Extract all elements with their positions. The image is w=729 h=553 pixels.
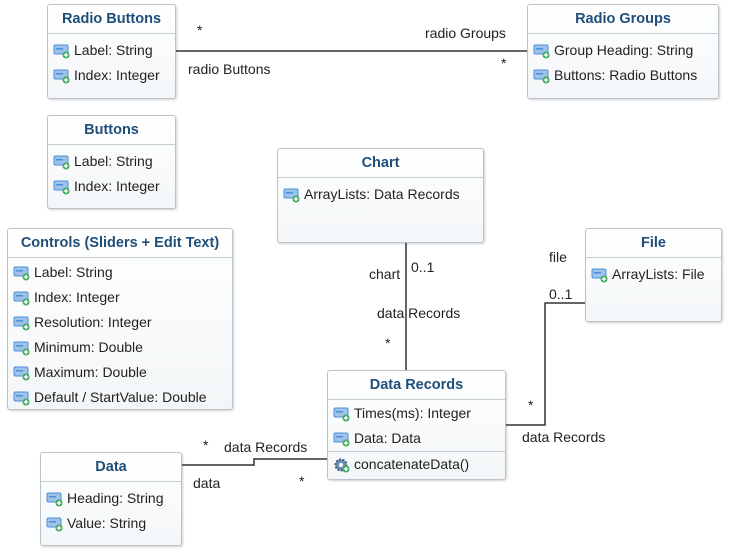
attribute-icon [13,266,30,281]
attribute-row[interactable]: Data: Data [328,426,505,451]
radio-role-right: radio Groups [425,25,506,41]
attribute-icon [533,44,550,59]
attribute-icon [53,155,70,170]
class-radio-groups[interactable]: Radio Groups Group Heading: String Butto… [527,4,719,99]
attribute-text: Data: Data [354,430,421,446]
attribute-text: Index: Integer [74,178,160,194]
attribute-row[interactable]: ArrayLists: Data Records [278,182,483,207]
attribute-text: Label: String [74,42,153,58]
attribute-text: Heading: String [67,490,164,506]
attribute-icon [533,69,550,84]
attribute-icon [13,391,30,406]
attribute-row[interactable]: Index: Integer [48,174,175,199]
attribute-row[interactable]: Group Heading: String [528,38,718,63]
data-mult-right: * [203,437,209,453]
attribute-icon [283,188,300,203]
data-role-left: data [193,475,221,491]
chart-mult-top: 0..1 [411,259,435,275]
attribute-icon [13,291,30,306]
operation-text: concatenateData() [354,456,470,472]
attribute-row[interactable]: Label: String [8,260,232,285]
attribute-icon [53,44,70,59]
class-controls[interactable]: Controls (Sliders + Edit Text) Label: St… [7,228,233,410]
attribute-icon [333,407,350,422]
attribute-text: ArrayLists: File [612,266,705,282]
chart-role-top: chart [369,266,401,282]
attribute-row[interactable]: Default / StartValue: Double [8,385,232,410]
attribute-icon [333,432,350,447]
attribute-text: Value: String [67,515,147,531]
attribute-text: Buttons: Radio Buttons [554,67,698,83]
class-file[interactable]: File ArrayLists: File [585,228,722,322]
operations-separator: concatenateData() [328,451,505,477]
class-title: File [586,229,721,258]
attribute-text: Label: String [34,264,113,280]
attribute-text: Maximum: Double [34,364,147,380]
class-chart[interactable]: Chart ArrayLists: Data Records [277,148,484,243]
file-mult-top: 0..1 [549,286,573,302]
edge-data-data-records [182,458,327,466]
class-title: Radio Buttons [48,5,175,34]
class-title: Buttons [48,116,175,145]
class-buttons[interactable]: Buttons Label: String Index: Integer [47,115,176,209]
class-data-records[interactable]: Data Records Times(ms): Integer Data: Da… [327,370,506,480]
edge-file-data-records [506,302,585,426]
attribute-row[interactable]: Label: String [48,149,175,174]
attribute-icon [46,492,63,507]
attribute-row[interactable]: Index: Integer [8,285,232,310]
class-data[interactable]: Data Heading: String Value: String [40,452,182,546]
attribute-row[interactable]: Value: String [41,511,181,536]
file-role-top: file [549,249,567,265]
attribute-row[interactable]: Times(ms): Integer [328,401,505,426]
attribute-text: Label: String [74,153,153,169]
attribute-row[interactable]: Heading: String [41,486,181,511]
attribute-icon [13,366,30,381]
attribute-text: Group Heading: String [554,42,694,58]
class-title: Data [41,453,181,482]
class-title: Data Records [328,371,505,400]
class-title: Controls (Sliders + Edit Text) [8,229,232,258]
chart-mult-bottom: * [385,335,391,351]
attribute-icon [13,341,30,356]
radio-role-left: radio Buttons [188,61,271,77]
attribute-text: Default / StartValue: Double [34,389,207,405]
attribute-icon [53,180,70,195]
attribute-text: Index: Integer [74,67,160,83]
attribute-text: Resolution: Integer [34,314,152,330]
attribute-text: ArrayLists: Data Records [304,186,460,202]
data-role-right: data Records [224,439,308,455]
attribute-icon [591,268,608,283]
attribute-row[interactable]: Buttons: Radio Buttons [528,63,718,88]
attribute-row[interactable]: ArrayLists: File [586,262,721,287]
attribute-text: Index: Integer [34,289,120,305]
radio-mult-left: * [197,22,203,38]
attribute-icon [13,316,30,331]
operation-gear-icon [334,458,350,473]
radio-mult-right: * [501,55,507,71]
file-mult-bottom: * [528,397,534,413]
attribute-row[interactable]: Minimum: Double [8,335,232,360]
attribute-text: Minimum: Double [34,339,143,355]
attribute-icon [46,517,63,532]
data-mult-left: * [299,473,305,489]
file-role-bottom: data Records [522,429,606,445]
attribute-row[interactable]: Resolution: Integer [8,310,232,335]
chart-role-bottom: data Records [377,305,461,321]
class-title: Radio Groups [528,5,718,34]
attribute-row[interactable]: Label: String [48,38,175,63]
attribute-row[interactable]: Maximum: Double [8,360,232,385]
attribute-row[interactable]: Index: Integer [48,63,175,88]
class-radio-buttons[interactable]: Radio Buttons Label: String Index: Integ… [47,4,176,99]
operation-row[interactable]: concatenateData() [328,452,505,477]
attribute-text: Times(ms): Integer [354,405,471,421]
attribute-icon [53,69,70,84]
class-title: Chart [278,149,483,178]
